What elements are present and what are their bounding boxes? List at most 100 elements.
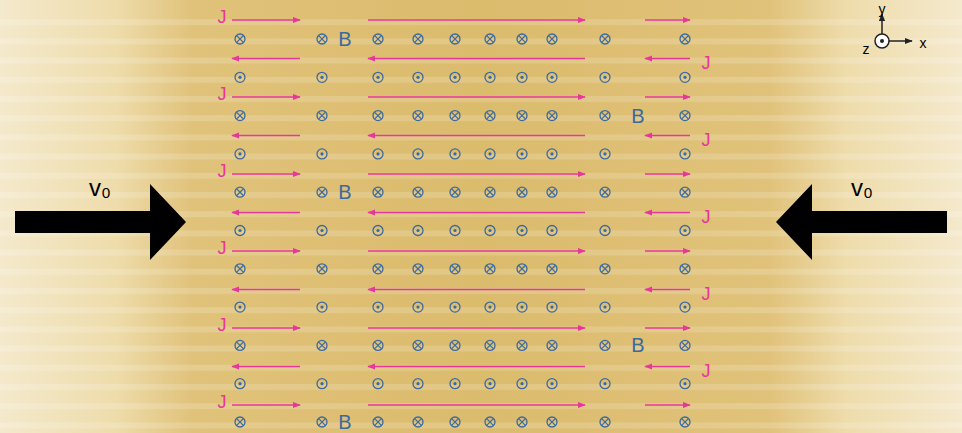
field-out-of-page xyxy=(600,149,610,159)
field-into-page xyxy=(317,264,327,274)
current-arrow xyxy=(232,19,300,21)
current-arrow xyxy=(645,173,690,175)
field-out-of-page xyxy=(680,302,690,312)
axis-label: x xyxy=(920,36,927,50)
field-into-page xyxy=(450,187,460,197)
current-arrow xyxy=(368,250,585,252)
field-out-of-page xyxy=(547,226,557,236)
field-label: B xyxy=(338,29,351,49)
current-arrow xyxy=(232,404,300,406)
field-into-page xyxy=(413,417,423,427)
field-into-page xyxy=(413,34,423,44)
field-into-page xyxy=(317,340,327,350)
field-out-of-page xyxy=(485,149,495,159)
field-label: B xyxy=(338,182,351,202)
current-label: J xyxy=(218,393,227,411)
field-into-page xyxy=(413,264,423,274)
field-out-of-page xyxy=(517,72,527,82)
field-out-of-page xyxy=(450,379,460,389)
field-into-page xyxy=(547,264,557,274)
field-into-page xyxy=(317,111,327,121)
field-out-of-page xyxy=(373,149,383,159)
field-into-page xyxy=(517,34,527,44)
field-into-page xyxy=(413,340,423,350)
field-into-page xyxy=(485,264,495,274)
current-arrow xyxy=(368,366,585,368)
current-arrow xyxy=(232,250,300,252)
field-into-page xyxy=(450,340,460,350)
field-out-of-page xyxy=(413,302,423,312)
current-sheets xyxy=(232,20,690,427)
current-arrow xyxy=(232,58,300,60)
field-out-of-page xyxy=(317,302,327,312)
current-arrow xyxy=(368,289,585,291)
field-into-page xyxy=(600,111,610,121)
field-into-page xyxy=(235,111,245,121)
field-into-page xyxy=(485,34,495,44)
field-into-page xyxy=(517,340,527,350)
current-label: J xyxy=(702,54,711,72)
field-out-of-page xyxy=(235,149,245,159)
field-out-of-page xyxy=(373,72,383,82)
field-out-of-page xyxy=(485,302,495,312)
field-label: B xyxy=(338,412,351,432)
field-out-of-page xyxy=(517,302,527,312)
field-into-page xyxy=(373,111,383,121)
field-into-page xyxy=(413,111,423,121)
current-arrow xyxy=(368,327,585,329)
field-into-page xyxy=(547,187,557,197)
field-out-of-page xyxy=(317,379,327,389)
field-into-page xyxy=(235,187,245,197)
current-label: J xyxy=(218,162,227,180)
current-arrow xyxy=(645,212,690,214)
field-into-page xyxy=(373,264,383,274)
stripe-texture xyxy=(0,9,962,433)
field-out-of-page xyxy=(517,379,527,389)
current-arrow xyxy=(645,404,690,406)
field-into-page xyxy=(450,111,460,121)
field-into-page xyxy=(517,264,527,274)
axis-label: z xyxy=(863,42,870,56)
field-into-page xyxy=(413,187,423,197)
field-into-page xyxy=(450,34,460,44)
current-arrow xyxy=(645,327,690,329)
current-arrow xyxy=(232,366,300,368)
field-out-of-page xyxy=(413,226,423,236)
field-out-of-page xyxy=(373,379,383,389)
field-into-page xyxy=(317,187,327,197)
field-out-of-page xyxy=(600,72,610,82)
field-into-page xyxy=(485,340,495,350)
field-out-of-page xyxy=(547,302,557,312)
field-into-page xyxy=(680,187,690,197)
field-into-page xyxy=(600,264,610,274)
current-label: J xyxy=(702,131,711,149)
current-arrow xyxy=(368,58,585,60)
axis-label: y xyxy=(879,2,886,16)
field-into-page xyxy=(317,417,327,427)
field-into-page xyxy=(235,34,245,44)
field-out-of-page xyxy=(235,72,245,82)
current-label: J xyxy=(218,316,227,334)
field-out-of-page xyxy=(450,149,460,159)
field-into-page xyxy=(517,187,527,197)
current-arrow xyxy=(368,404,585,406)
current-arrow xyxy=(368,96,585,98)
field-out-of-page xyxy=(600,226,610,236)
field-into-page xyxy=(547,417,557,427)
field-into-page xyxy=(485,187,495,197)
field-out-of-page xyxy=(680,379,690,389)
field-into-page xyxy=(547,340,557,350)
field-out-of-page xyxy=(317,149,327,159)
current-label: J xyxy=(702,208,711,226)
field-into-page xyxy=(373,417,383,427)
field-label: B xyxy=(631,335,644,355)
current-arrow xyxy=(368,173,585,175)
field-into-page xyxy=(680,34,690,44)
field-into-page xyxy=(680,417,690,427)
current-label: J xyxy=(218,239,227,257)
field-out-of-page xyxy=(680,72,690,82)
field-out-of-page xyxy=(485,379,495,389)
current-label: J xyxy=(702,362,711,380)
field-out-of-page xyxy=(450,226,460,236)
